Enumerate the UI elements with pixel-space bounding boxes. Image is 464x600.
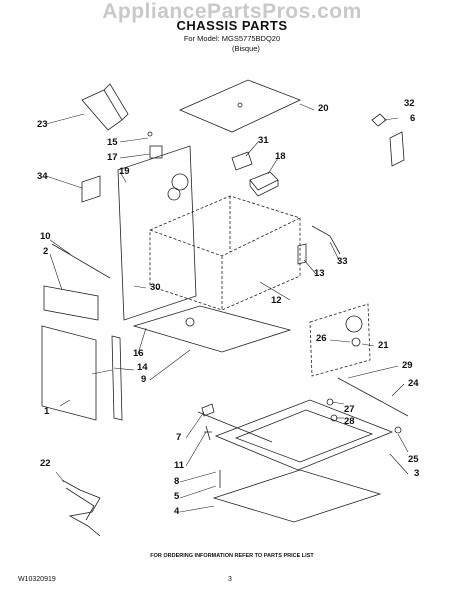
- callout-22: 22: [40, 458, 51, 469]
- callout-3: 3: [414, 468, 420, 479]
- callout-8: 8: [174, 476, 180, 487]
- part-17-block: [149, 145, 163, 159]
- model-line: For Model: MGS5775BDQ20: [183, 34, 281, 43]
- page-title: CHASSIS PARTS: [176, 18, 288, 33]
- part-14-strip: [111, 335, 123, 421]
- part-15-screw: [147, 131, 153, 137]
- callout-26: 26: [316, 333, 327, 344]
- callout-20: 20: [318, 103, 329, 114]
- part-9-bottom: [132, 305, 292, 353]
- part-19-rear-panel: [117, 145, 197, 321]
- callout-1: 1: [44, 406, 50, 417]
- part-24-rail: [337, 377, 409, 417]
- callout-11: 11: [174, 460, 185, 471]
- part-12-cavity: [149, 195, 301, 311]
- callout-18: 18: [275, 151, 286, 162]
- callout-21: 21: [378, 340, 389, 351]
- callout-13: 13: [314, 268, 325, 279]
- callout-12: 12: [271, 295, 282, 306]
- callout-17: 17: [107, 152, 118, 163]
- part-34-panel: [81, 175, 101, 203]
- part-2-panel: [43, 285, 99, 321]
- callout-19: 19: [119, 166, 130, 177]
- part-21-control: [345, 315, 363, 333]
- callout-6: 6: [410, 113, 416, 124]
- callout-2: 2: [43, 246, 49, 257]
- callout-27: 27: [344, 404, 355, 415]
- callout-10: 10: [40, 231, 51, 242]
- part-7: [201, 403, 215, 417]
- page-number: 3: [228, 576, 232, 583]
- callout-5: 5: [174, 491, 180, 502]
- callout-31: 31: [258, 135, 269, 146]
- callout-7: 7: [176, 432, 182, 443]
- callout-24: 24: [408, 378, 419, 389]
- part-22-wire-harness: [61, 479, 101, 537]
- part-4-floor-panel: [212, 469, 382, 523]
- part-11: [204, 425, 212, 441]
- part-25-screw: [394, 426, 402, 434]
- callout-28: 28: [344, 416, 355, 427]
- callout-15: 15: [107, 137, 118, 148]
- callout-9: 9: [141, 374, 147, 385]
- variant-label: (Bisque): [232, 44, 260, 53]
- callout-32: 32: [404, 98, 415, 109]
- part-3-base-pan: [214, 399, 394, 471]
- part-18-block: [249, 171, 279, 197]
- part-31: [231, 151, 253, 171]
- callout-14: 14: [137, 362, 148, 373]
- part-8-bracket: [197, 411, 273, 443]
- part-26-cap: [351, 337, 361, 347]
- callout-25: 25: [408, 454, 419, 465]
- watermark: AppliancePartsPros.com: [102, 0, 362, 23]
- part-10-rod: [51, 243, 111, 279]
- document-number: W10320919: [18, 576, 56, 583]
- part-23-bracket: [81, 83, 129, 131]
- part-6-bracket: [371, 113, 405, 167]
- callout-23: 23: [37, 119, 48, 130]
- callout-34: 34: [37, 171, 48, 182]
- callout-16: 16: [133, 348, 144, 359]
- callout-30: 30: [150, 282, 161, 293]
- ordering-note: FOR ORDERING INFORMATION REFER TO PARTS …: [150, 553, 314, 559]
- callout-29: 29: [402, 360, 413, 371]
- part-33-wire: [311, 225, 341, 255]
- part-20-top-panel: [178, 79, 302, 133]
- callout-33: 33: [337, 256, 348, 267]
- part-1-panel: [41, 325, 97, 421]
- callout-4: 4: [174, 506, 180, 517]
